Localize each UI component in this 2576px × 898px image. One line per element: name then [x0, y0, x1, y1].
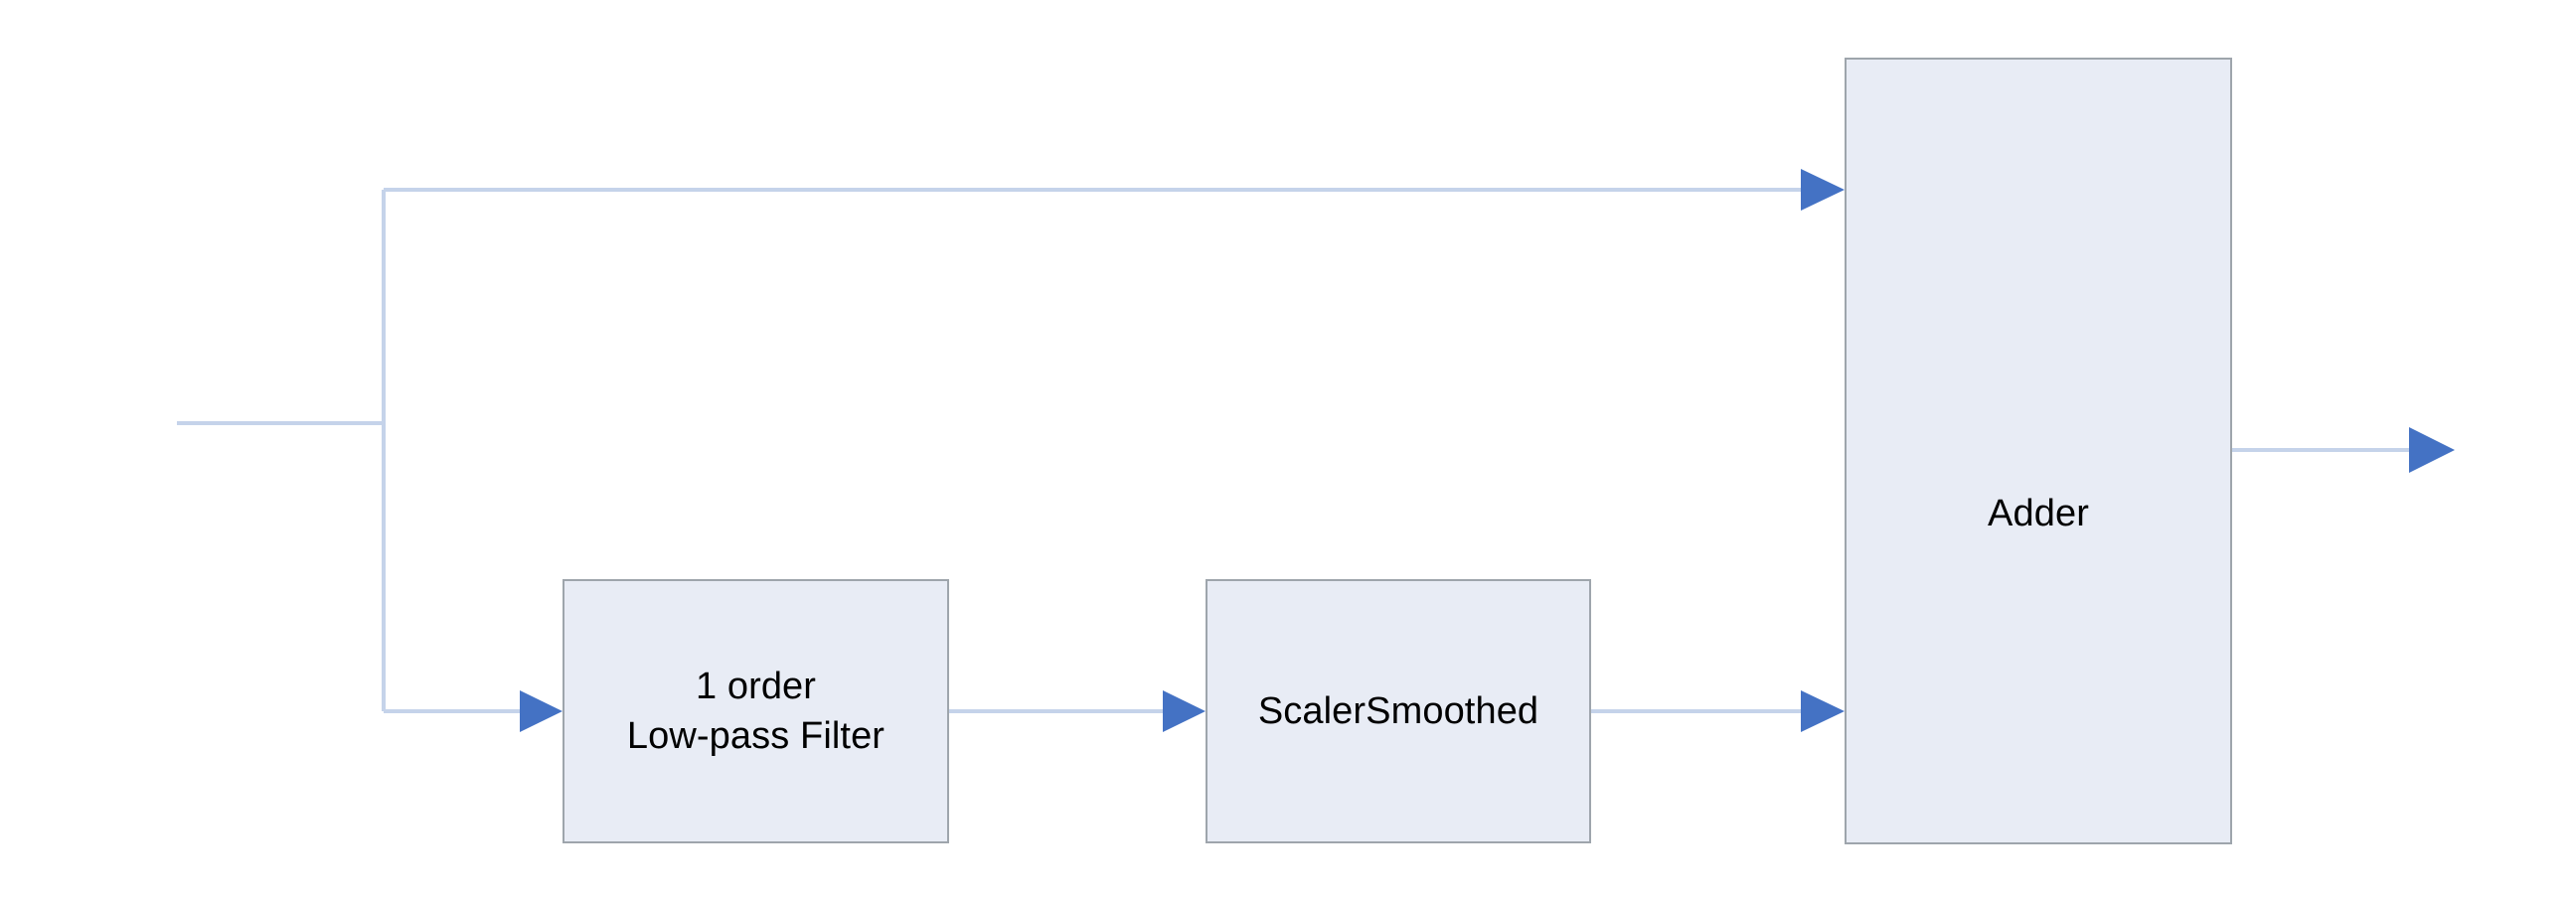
arrowhead-adder-top-input [1801, 169, 1845, 211]
arrowhead-lowpass-input [520, 690, 563, 732]
node-scaler-smoothed-label: ScalerSmoothed [1257, 689, 1539, 732]
node-lowpass-filter-label: 1 order Low-pass Filter [626, 665, 886, 757]
node-scaler-smoothed[interactable]: ScalerSmoothed [1206, 579, 1591, 843]
arrowhead-scaler-input [1163, 690, 1206, 732]
arrowhead-adder-bottom-input [1801, 690, 1845, 732]
node-lowpass-filter[interactable]: 1 order Low-pass Filter [563, 579, 949, 843]
node-adder[interactable]: Adder [1845, 58, 2232, 844]
arrowhead-output [2409, 427, 2455, 473]
node-adder-label: Adder [1988, 493, 2089, 534]
